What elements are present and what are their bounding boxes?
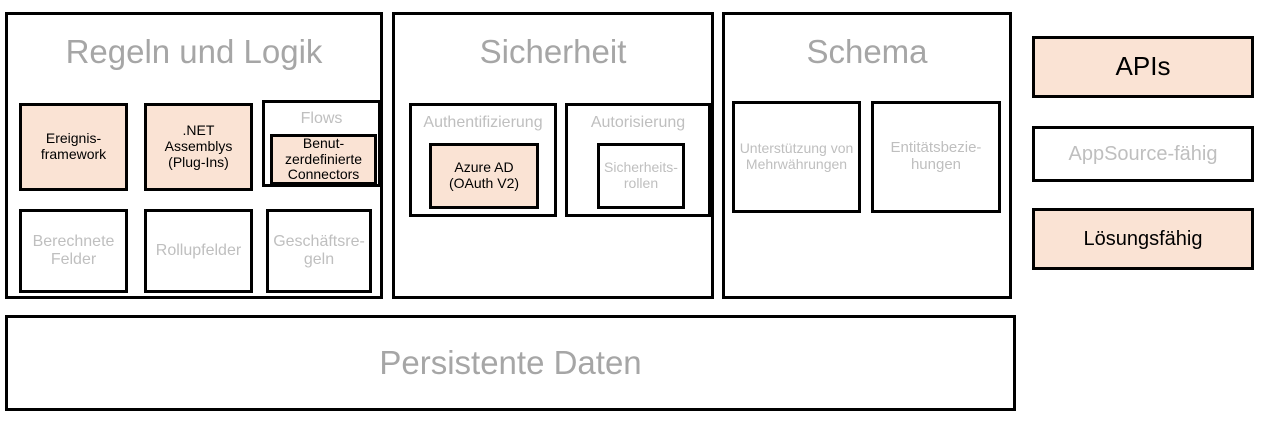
node-benutzerdefinierte-connectors[interactable]: Benut- zerdefinierte Connectors: [270, 134, 377, 185]
node-sicherheitsrollen[interactable]: Sicherheits- rollen: [597, 143, 685, 209]
group-title-regeln-und-logik: Regeln und Logik: [65, 33, 323, 70]
node-label-loesungsfaehig: Lösungsfähig: [1083, 227, 1203, 250]
node-label-apis: APIs: [1115, 51, 1171, 82]
node-label-benutzerdefinierte-connectors: Benut- zerdefinierte Connectors: [284, 135, 363, 183]
node-rollupfelder[interactable]: Rollupfelder: [144, 209, 253, 293]
group-sicherheit[interactable]: Sicherheit Authentifizierung Azure AD (O…: [392, 12, 714, 299]
node-label-berechnete-felder: Berechnete Felder: [32, 233, 115, 268]
node-label-ereignisframework: Ereignis- framework: [40, 130, 107, 162]
node-persistente-daten[interactable]: Persistente Daten: [5, 315, 1016, 411]
node-net-assemblys[interactable]: .NET Assemblys (Plug-Ins): [144, 103, 253, 191]
node-authentifizierung[interactable]: Authentifizierung Azure AD (OAuth V2): [409, 103, 557, 217]
node-label-entitaetsbeziehungen: Entitätsbezie- hungen: [890, 139, 982, 173]
node-label-authentifizierung: Authentifizierung: [423, 114, 543, 131]
node-label-autorisierung: Autorisierung: [590, 114, 686, 131]
node-label-mehrwaehrungen: Unterstützung von Mehrwährungen: [739, 140, 854, 172]
node-entitaetsbeziehungen[interactable]: Entitätsbezie- hungen: [871, 101, 1001, 213]
group-regeln-und-logik[interactable]: Regeln und Logik Ereignis- framework .NE…: [5, 12, 383, 299]
group-title-sicherheit: Sicherheit: [479, 33, 627, 70]
node-label-azure-ad: Azure AD (OAuth V2): [448, 159, 520, 191]
node-label-appsource-faehig: AppSource-fähig: [1068, 142, 1218, 165]
node-berechnete-felder[interactable]: Berechnete Felder: [19, 209, 128, 293]
node-appsource-faehig[interactable]: AppSource-fähig: [1032, 126, 1254, 182]
node-azure-ad[interactable]: Azure AD (OAuth V2): [429, 143, 539, 209]
node-flows[interactable]: Flows Benut- zerdefinierte Connectors: [262, 100, 381, 187]
group-schema[interactable]: Schema Unterstützung von Mehrwährungen E…: [722, 12, 1012, 299]
node-label-persistente-daten: Persistente Daten: [379, 343, 642, 381]
node-apis[interactable]: APIs: [1032, 36, 1254, 98]
node-mehrwaehrungen[interactable]: Unterstützung von Mehrwährungen: [732, 101, 861, 213]
node-label-sicherheitsrollen: Sicherheits- rollen: [604, 159, 678, 191]
node-loesungsfaehig[interactable]: Lösungsfähig: [1032, 208, 1254, 270]
node-geschaeftsregeln[interactable]: Geschäftsre- geln: [266, 209, 372, 293]
node-ereignisframework[interactable]: Ereignis- framework: [19, 103, 128, 191]
node-label-flows: Flows: [300, 110, 343, 127]
node-label-rollupfelder: Rollupfelder: [155, 242, 242, 260]
node-autorisierung[interactable]: Autorisierung Sicherheits- rollen: [565, 103, 711, 217]
group-title-schema: Schema: [806, 33, 928, 70]
node-label-geschaeftsregeln: Geschäftsre- geln: [273, 233, 365, 268]
node-label-net-assemblys: .NET Assemblys (Plug-Ins): [164, 122, 233, 170]
